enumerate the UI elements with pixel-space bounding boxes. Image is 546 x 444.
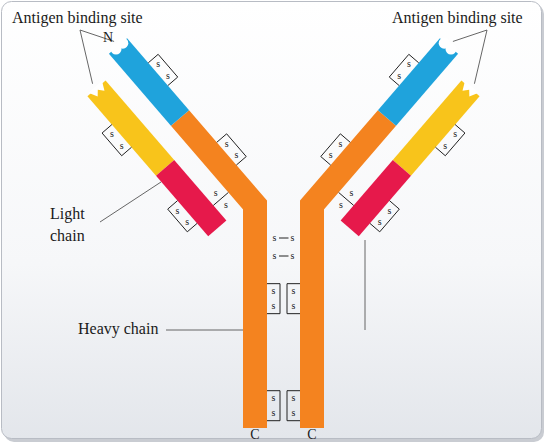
chain-label: Light chain <box>50 203 100 247</box>
disulfide-bracket <box>321 134 350 165</box>
disulfide-bracket <box>102 125 131 156</box>
antibody-half <box>88 38 255 428</box>
disulfide-sulfur: s <box>443 140 447 150</box>
disulfide-sulfur: s <box>292 408 296 418</box>
chain-segment <box>97 88 166 168</box>
disulfide-sulfur: s <box>329 150 333 160</box>
disulfide-bracket <box>267 284 280 314</box>
disulfide-sulfur: s <box>339 200 343 210</box>
chain-segment <box>180 118 255 428</box>
leader-line <box>166 330 243 331</box>
terminus-label: C <box>250 426 259 444</box>
disulfide-sulfur: s <box>156 59 160 69</box>
disulfide-sulfur: s <box>273 233 277 243</box>
leader-line <box>100 182 161 222</box>
terminus-label: C <box>307 426 316 444</box>
antigen-site-label: Antigen binding site <box>392 8 523 29</box>
disulfide-bracket <box>148 54 177 85</box>
hinge-disulfide-bond <box>279 238 289 239</box>
disulfide-sulfur: s <box>272 301 276 311</box>
bond-group <box>102 54 465 420</box>
disulfide-sulfur: s <box>453 129 457 139</box>
antigen-site-notch <box>439 38 450 49</box>
disulfide-sulfur: s <box>110 129 114 139</box>
disulfide-bracket <box>370 201 399 232</box>
antigen-site-notch <box>463 81 479 97</box>
disulfide-sulfur: s <box>273 251 277 261</box>
disulfide-bracket <box>168 201 197 232</box>
disulfide-bracket <box>267 391 280 421</box>
disulfide-bracket <box>287 391 300 421</box>
antigen-site-notch <box>117 38 128 49</box>
disulfide-sulfur: s <box>176 205 180 215</box>
disulfide-sulfur: s <box>378 216 382 226</box>
antibody-half <box>312 38 479 428</box>
chain-segment <box>312 118 387 428</box>
disulfide-sulfur: s <box>407 59 411 69</box>
chain-group <box>88 38 478 428</box>
leader-line <box>474 30 487 84</box>
disulfide-sulfur: s <box>272 408 276 418</box>
leader-line <box>453 30 487 41</box>
disulfide-sulfur: s <box>214 187 218 197</box>
leader-line <box>80 30 93 84</box>
frame-panel <box>2 2 542 439</box>
chain-label: Heavy chain <box>78 319 158 340</box>
disulfide-sulfur: s <box>291 233 295 243</box>
disulfide-sulfur: s <box>166 70 170 80</box>
disulfide-sulfur: s <box>272 393 276 403</box>
antigen-site-notch <box>88 81 104 97</box>
disulfide-sulfur: s <box>388 205 392 215</box>
chain-segment <box>165 168 217 229</box>
disulfide-sulfur: s <box>349 187 353 197</box>
disulfide-bracket <box>217 134 246 165</box>
disulfide-sulfur: s <box>224 200 228 210</box>
disulfide-bracket <box>435 125 464 156</box>
disulfide-sulfur: s <box>272 286 276 296</box>
disulfide-sulfur: s <box>292 393 296 403</box>
disulfide-sulfur: s <box>292 301 296 311</box>
disulfide-sulfur: s <box>234 150 238 160</box>
disulfide-sulfur: s <box>292 286 296 296</box>
antigen-site-label: Antigen binding site <box>12 8 143 29</box>
leader-line <box>365 240 366 330</box>
disulfide-sulfur: s <box>185 216 189 226</box>
terminus-label: N <box>103 29 113 47</box>
disulfide-sulfur: s <box>291 251 295 261</box>
chain-segment <box>350 168 402 229</box>
disulfide-sulfur: s <box>338 138 342 148</box>
leader-group <box>80 30 487 330</box>
chain-segment <box>402 88 471 168</box>
disulfide-sulfur: s <box>120 140 124 150</box>
disulfide-bracket <box>389 54 418 85</box>
disulfide-sulfur: s <box>397 70 401 80</box>
disulfide-bracket <box>287 284 300 314</box>
disulfide-sulfur: s <box>225 138 229 148</box>
hinge-disulfide-bond <box>279 256 289 257</box>
